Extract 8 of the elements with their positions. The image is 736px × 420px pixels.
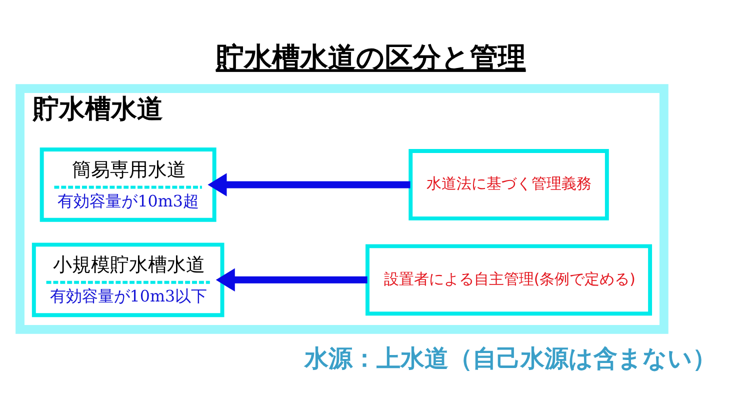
arrow bbox=[208, 172, 410, 196]
node-box: 簡易専用水道 有効容量が10m3超 bbox=[40, 147, 216, 222]
label: 水源：上水道（自己水源は含まない） bbox=[304, 344, 717, 372]
node-box: 設置者による自主管理(条例で定める) bbox=[366, 244, 652, 316]
diagram-title: 貯水槽水道の区分と管理 bbox=[216, 40, 526, 74]
arrow bbox=[216, 268, 368, 292]
node-box: 小規模貯水槽水道 有効容量が10m3以下 bbox=[32, 242, 224, 317]
node-box: 水道法に基づく管理義務 bbox=[408, 148, 609, 220]
